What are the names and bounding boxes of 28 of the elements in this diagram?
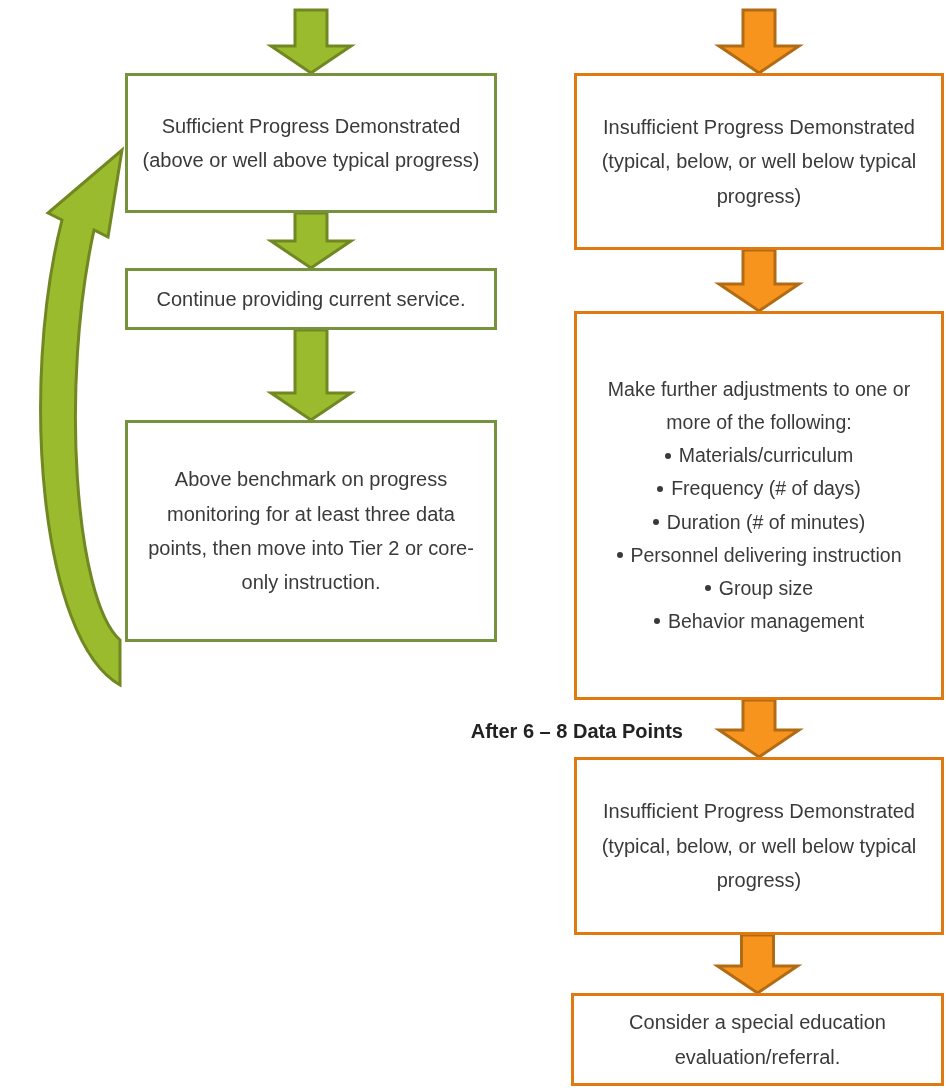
box-text: Insufficient Progress Demonstrated (typical, below, or well below typical progress) [600,799,918,894]
box-text: Above benchmark on progress monitoring for at least three data points, then move into Tier 2 or core-only instruction. [147,467,475,596]
list-item-text: Materials/curriculum [678,443,854,469]
block-arrow [266,8,356,75]
box-text: Insufficient Progress Demonstrated (typical, below, or well below typical progress) [600,114,918,209]
block-arrow [712,933,803,995]
list-item-text: Personnel delivering instruction [630,542,902,568]
list-item-text: Group size [718,575,814,601]
block-arrow [39,148,124,687]
list-item-text: Duration (# of minutes) [666,509,866,535]
box-text: Make further adjustments to one or more of the following: [606,376,912,436]
block-arrow [714,698,804,759]
process-box [574,73,944,250]
list-item-text: Frequency (# of days) [671,476,861,502]
box-text: Consider a special education evaluation/referral. [628,1010,887,1070]
process-box [125,420,497,642]
process-box [574,311,944,700]
block-arrow [714,248,804,313]
block-arrow [266,211,356,270]
process-box [125,73,497,213]
block-arrow [266,328,356,422]
box-text: Continue providing current service. [156,286,466,312]
process-box [574,757,944,935]
block-arrow [714,8,804,75]
list-item-text: Behavior management [667,608,865,634]
process-box [571,993,944,1086]
process-box [125,268,497,330]
box-text: Sufficient Progress Demonstrated (above or well above typical progress) [141,113,481,173]
